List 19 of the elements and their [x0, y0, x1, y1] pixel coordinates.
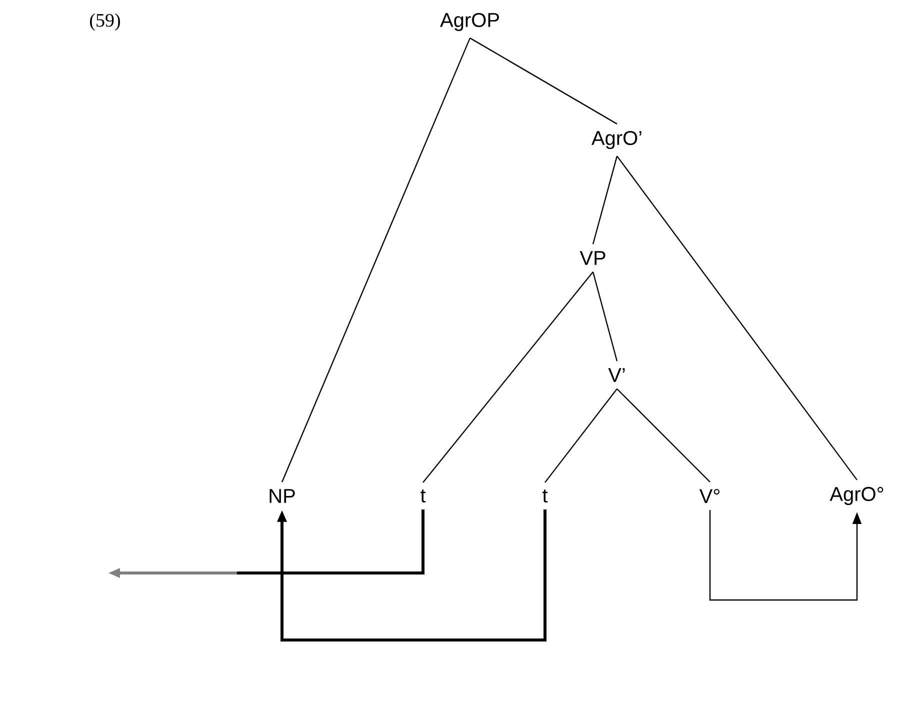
- branch-line: [281, 38, 471, 482]
- movement-arrow: [277, 510, 546, 642]
- branch-line: [616, 156, 858, 480]
- example-number: (59): [90, 13, 120, 31]
- branch-line: [592, 272, 618, 362]
- branch-line: [422, 272, 594, 483]
- tree-label: V°: [699, 489, 720, 503]
- tree-label: t: [420, 489, 426, 503]
- tree-label: AgrO°: [830, 486, 884, 506]
- tree-label: AgrOP: [440, 12, 499, 32]
- tree-label: AgrO’: [591, 130, 642, 150]
- branch-line: [616, 388, 710, 482]
- tree-label: V’: [608, 368, 625, 382]
- tree-label: NP: [270, 489, 295, 503]
- branch-line: [592, 156, 618, 244]
- branch-line: [470, 38, 618, 124]
- tree-label: VP: [580, 251, 606, 265]
- branch-line: [544, 388, 618, 483]
- tree-label: t: [542, 489, 548, 503]
